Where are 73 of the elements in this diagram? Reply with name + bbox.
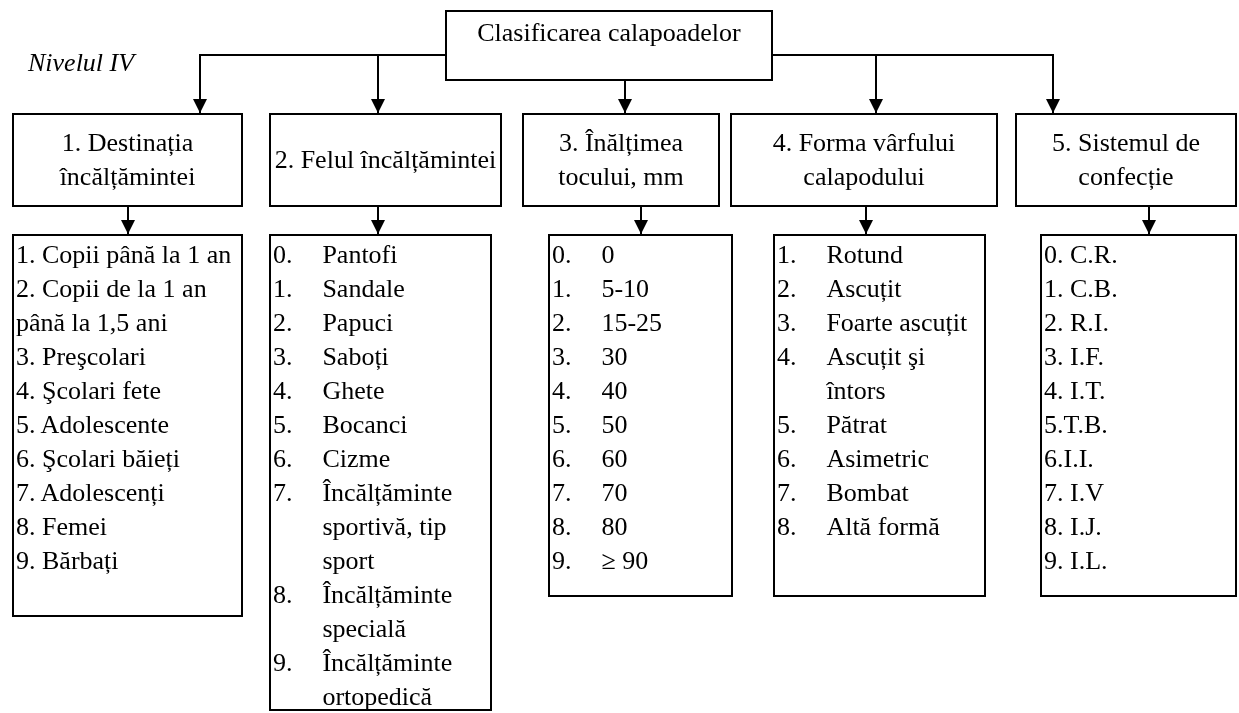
- arrow: [618, 80, 632, 114]
- list-item: 0. C.R.: [1044, 239, 1119, 271]
- arrow: [121, 206, 135, 235]
- list-item: 2. R.I.: [1044, 307, 1110, 339]
- category-box: [522, 113, 720, 207]
- list-item: 8. Altă formă: [777, 511, 941, 543]
- list-item: 2. 15-25: [552, 307, 664, 339]
- box-text: 2. Felul încălțămintei: [274, 144, 497, 176]
- arrow: [859, 206, 873, 235]
- list-item: 3. 30: [552, 341, 629, 373]
- list-item: 8. 80: [552, 511, 629, 543]
- title-box: [445, 10, 773, 81]
- box-text: 1. Destinația încălțămintei: [58, 127, 197, 193]
- list-item: 5. 50: [552, 409, 629, 441]
- list-item: 6. Asimetric: [777, 443, 930, 475]
- box-text: 3. Înălțimea tocului, mm: [557, 127, 685, 193]
- list-item: 6. Şcolari băieți: [16, 443, 181, 475]
- list-item: 9. Bărbați: [16, 545, 120, 577]
- list-item: 4. Ghete: [273, 375, 386, 407]
- list-item: 3. Preşcolari: [16, 341, 147, 373]
- list-item: 5.T.B.: [1044, 409, 1109, 441]
- list-box: [1040, 234, 1237, 597]
- list-item: 1. Sandale: [273, 273, 406, 305]
- list-item: 8. I.J.: [1044, 511, 1103, 543]
- category-box: [12, 113, 243, 207]
- box-text: 5. Sistemul de confecție: [1050, 127, 1202, 193]
- list-item: 4. 40: [552, 375, 629, 407]
- list-item: 1. 5-10: [552, 273, 651, 305]
- list-item: 5. Bocanci: [273, 409, 409, 441]
- list-item: 9. ≥ 90: [552, 545, 650, 577]
- list-item: 0. Pantofi: [273, 239, 399, 271]
- list-item: 3. Foarte ascuțit: [777, 307, 969, 339]
- list-item: 7. Adolescenți: [16, 477, 166, 509]
- level-label: Nivelul IV: [28, 48, 135, 78]
- list-item: 5. Adolescente: [16, 409, 171, 441]
- list-item: 6. 60: [552, 443, 629, 475]
- list-item: 8. Femei: [16, 511, 108, 543]
- list-item: 6. Cizme: [273, 443, 392, 475]
- list-box: [548, 234, 733, 597]
- list-item: 5. Pătrat: [777, 409, 889, 441]
- list-item: 4. I.T.: [1044, 375, 1107, 407]
- list-box: [773, 234, 986, 597]
- list-item: 8. Încălțăminte specială: [273, 579, 454, 645]
- list-item: 7. I.V: [1044, 477, 1105, 509]
- list-item: 4. Şcolari fete: [16, 375, 163, 407]
- list-box: [269, 234, 492, 711]
- list-item: 2. Papuci: [273, 307, 395, 339]
- list-item: 2. Ascuțit: [777, 273, 903, 305]
- category-box: [730, 113, 998, 207]
- list-item: 2. Copii de la 1 an până la 1,5 ani: [16, 273, 208, 339]
- list-item: 3. I.F.: [1044, 341, 1106, 373]
- list-item: 4. Ascuțit şi întors: [777, 341, 927, 407]
- arrow: [772, 54, 1060, 114]
- list-box: [12, 234, 243, 617]
- list-item: 7. Încălțăminte sportivă, tip sport: [273, 477, 454, 577]
- category-box: [269, 113, 502, 207]
- list-item: 9. Încălțăminte ortopedică: [273, 647, 454, 713]
- list-item: 7. Bombat: [777, 477, 910, 509]
- box-text: Clasificarea calapoadelor: [477, 17, 741, 49]
- list-item: 1. Copii până la 1 an: [16, 239, 233, 271]
- list-item: 3. Saboți: [273, 341, 390, 373]
- list-item: 1. Rotund: [777, 239, 904, 271]
- arrow: [634, 206, 648, 235]
- list-item: 0. 0: [552, 239, 616, 271]
- arrow: [371, 206, 385, 235]
- list-item: 6.I.I.: [1044, 443, 1095, 475]
- arrow: [1142, 206, 1156, 235]
- box-text: 4. Forma vârfului calapodului: [771, 127, 957, 193]
- arrow: [371, 54, 446, 114]
- list-item: 9. I.L.: [1044, 545, 1109, 577]
- category-box: [1015, 113, 1237, 207]
- list-item: 1. C.B.: [1044, 273, 1119, 305]
- list-item: 7. 70: [552, 477, 629, 509]
